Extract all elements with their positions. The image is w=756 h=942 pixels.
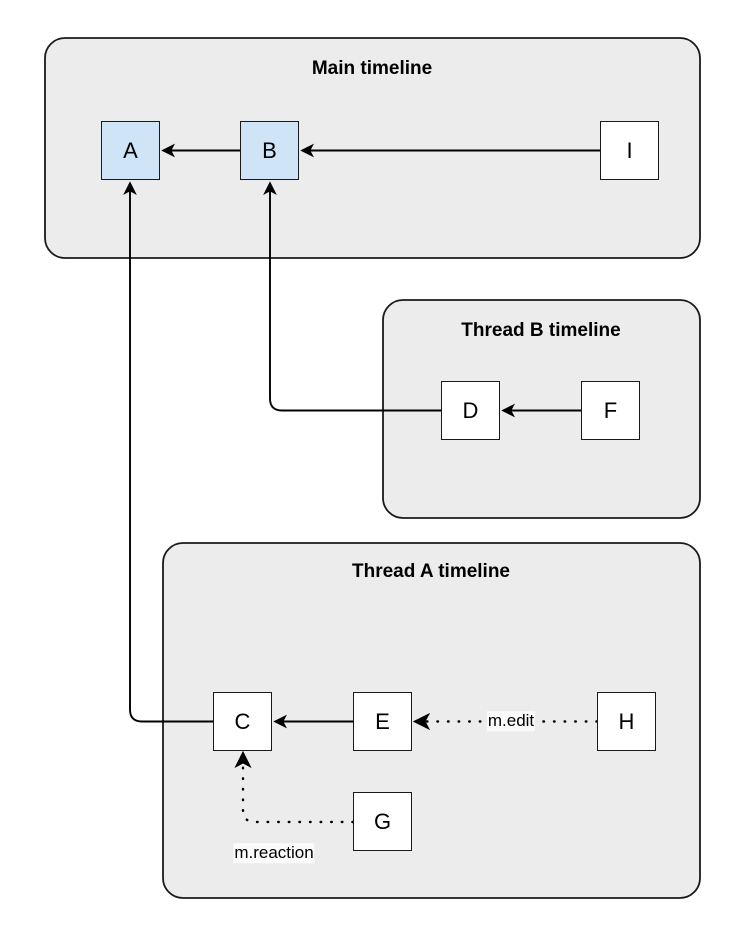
group-title-main-timeline: Main timeline [311,58,433,79]
group-thread-b-timeline [382,299,701,519]
group-main-timeline [44,37,701,259]
edge-g-to-c [234,750,355,824]
edge-label-m-edit: m.edit [486,711,536,731]
node-c[interactable]: C [213,692,272,751]
group-title-thread-b-timeline: Thread B timeline [461,320,621,341]
group-title-thread-a-timeline: Thread A timeline [351,561,511,582]
node-g[interactable]: G [353,792,412,851]
node-h[interactable]: H [597,692,656,751]
node-d[interactable]: D [441,381,500,440]
edge-c-to-a [123,181,213,723]
group-thread-a-timeline [162,542,701,899]
node-b[interactable]: B [240,121,299,180]
node-i[interactable]: I [600,121,659,180]
edge-d-to-b [263,181,441,412]
node-e[interactable]: E [353,692,412,751]
node-f[interactable]: F [581,381,640,440]
node-a[interactable]: A [101,121,160,180]
edge-label-m-reaction: m.reaction [233,843,315,863]
